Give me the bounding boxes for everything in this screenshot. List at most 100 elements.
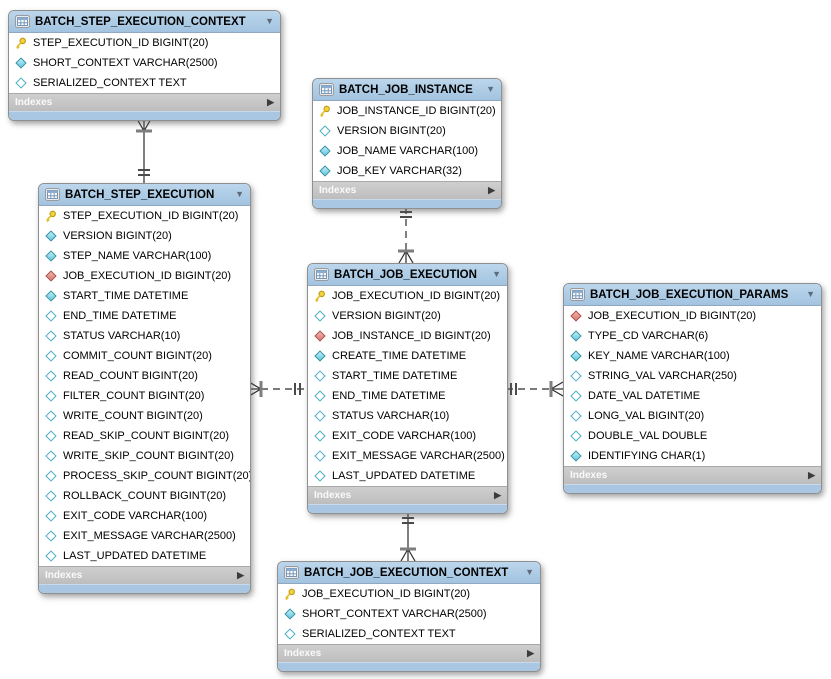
expand-arrow-icon[interactable]: ▶ [494, 490, 501, 500]
column-row[interactable]: KEY_NAME VARCHAR(100) [564, 346, 821, 366]
diamond-glyph [44, 290, 57, 302]
column-list: STEP_EXECUTION_ID BIGINT(20)SHORT_CONTEX… [9, 33, 280, 93]
column-row[interactable]: DOUBLE_VAL DOUBLE [564, 426, 821, 446]
column-row[interactable]: LONG_VAL BIGINT(20) [564, 406, 821, 426]
expand-arrow-icon[interactable]: ▶ [267, 97, 274, 107]
column-row[interactable]: END_TIME DATETIME [39, 306, 250, 326]
column-row[interactable]: START_TIME DATETIME [39, 286, 250, 306]
table-batch-job-execution-context: BATCH_JOB_EXECUTION_CONTEXT▼JOB_EXECUTIO… [277, 561, 541, 672]
column-row[interactable]: JOB_EXECUTION_ID BIGINT(20) [308, 286, 507, 306]
diamond-glyph [313, 310, 326, 322]
column-definition: START_TIME DATETIME [332, 370, 458, 382]
column-definition: VERSION BIGINT(20) [337, 125, 446, 137]
column-row[interactable]: JOB_NAME VARCHAR(100) [313, 141, 501, 161]
column-row[interactable]: WRITE_SKIP_COUNT BIGINT(20) [39, 446, 250, 466]
column-row[interactable]: JOB_INSTANCE_ID BIGINT(20) [308, 326, 507, 346]
column-row[interactable]: JOB_EXECUTION_ID BIGINT(20) [564, 306, 821, 326]
not-null-column-icon [283, 608, 296, 621]
column-row[interactable]: STEP_EXECUTION_ID BIGINT(20) [9, 33, 280, 53]
table-icon [570, 288, 585, 301]
collapse-arrow-icon[interactable]: ▼ [265, 16, 274, 26]
nullable-column-icon [44, 450, 57, 463]
indexes-bar[interactable]: Indexes ▶ [39, 566, 250, 584]
indexes-bar[interactable]: Indexes▶ [9, 93, 280, 111]
collapse-arrow-icon[interactable]: ▼ [492, 269, 501, 279]
column-row[interactable]: IDENTIFYING CHAR(1) [564, 446, 821, 466]
table-header-batch-step-execution[interactable]: BATCH_STEP_EXECUTION▼ [39, 184, 250, 206]
collapse-arrow-icon[interactable]: ▼ [806, 289, 815, 299]
column-row[interactable]: START_TIME DATETIME [308, 366, 507, 386]
expand-arrow-icon[interactable]: ▶ [237, 570, 244, 580]
expand-arrow-icon[interactable]: ▶ [488, 185, 495, 195]
column-row[interactable]: EXIT_CODE VARCHAR(100) [308, 426, 507, 446]
indexes-bar[interactable]: Indexes ▶ [313, 181, 501, 199]
table-header-batch-job-execution-params[interactable]: BATCH_JOB_EXECUTION_PARAMS▼ [564, 284, 821, 306]
table-header-batch-job-execution[interactable]: BATCH_JOB_EXECUTION▼ [308, 264, 507, 286]
not-null-column-icon [318, 165, 331, 178]
column-row[interactable]: JOB_INSTANCE_ID BIGINT(20) [313, 101, 501, 121]
column-row[interactable]: LAST_UPDATED DATETIME [308, 466, 507, 486]
column-row[interactable]: TYPE_CD VARCHAR(6) [564, 326, 821, 346]
indexes-label: Indexes [319, 185, 357, 196]
indexes-bar[interactable]: Indexes▶ [308, 486, 507, 504]
column-row[interactable]: STATUS VARCHAR(10) [39, 326, 250, 346]
column-row[interactable]: EXIT_MESSAGE VARCHAR(2500) [39, 526, 250, 546]
column-row[interactable]: STRING_VAL VARCHAR(250) [564, 366, 821, 386]
table-header-batch-job-execution-context[interactable]: BATCH_JOB_EXECUTION_CONTEXT▼ [278, 562, 540, 584]
column-row[interactable]: READ_SKIP_COUNT BIGINT(20) [39, 426, 250, 446]
column-row[interactable]: VERSION BIGINT(20) [39, 226, 250, 246]
collapse-arrow-icon[interactable]: ▼ [235, 189, 244, 199]
table-header-batch-step-execution-context[interactable]: BATCH_STEP_EXECUTION_CONTEXT▼ [9, 11, 280, 33]
column-row[interactable]: STEP_NAME VARCHAR(100) [39, 246, 250, 266]
column-row[interactable]: STEP_EXECUTION_ID BIGINT(20) [39, 206, 250, 226]
column-row[interactable]: STATUS VARCHAR(10) [308, 406, 507, 426]
nullable-column-icon [44, 530, 57, 543]
column-row[interactable]: SERIALIZED_CONTEXT TEXT [278, 624, 540, 644]
column-row[interactable]: JOB_EXECUTION_ID BIGINT(20) [39, 266, 250, 286]
column-row[interactable]: JOB_KEY VARCHAR(32) [313, 161, 501, 181]
column-row[interactable]: SHORT_CONTEXT VARCHAR(2500) [278, 604, 540, 624]
column-row[interactable]: CREATE_TIME DATETIME [308, 346, 507, 366]
indexes-bar[interactable]: Indexes▶ [278, 644, 540, 662]
column-row[interactable]: END_TIME DATETIME [308, 386, 507, 406]
column-row[interactable]: PROCESS_SKIP_COUNT BIGINT(20) [39, 466, 250, 486]
column-row[interactable]: VERSION BIGINT(20) [313, 121, 501, 141]
diamond-glyph [44, 250, 57, 262]
column-row[interactable]: WRITE_COUNT BIGINT(20) [39, 406, 250, 426]
column-row[interactable]: ROLLBACK_COUNT BIGINT(20) [39, 486, 250, 506]
column-row[interactable]: READ_COUNT BIGINT(20) [39, 366, 250, 386]
column-definition: FILTER_COUNT BIGINT(20) [63, 390, 205, 402]
column-row[interactable]: EXIT_MESSAGE VARCHAR(2500) [308, 446, 507, 466]
column-row[interactable]: SHORT_CONTEXT VARCHAR(2500) [9, 53, 280, 73]
column-list: JOB_EXECUTION_ID BIGINT(20)SHORT_CONTEXT… [278, 584, 540, 644]
diamond-glyph [44, 230, 57, 242]
column-row[interactable]: LAST_UPDATED DATETIME [39, 546, 250, 566]
crowfoot-leg-icon [407, 548, 416, 562]
diamond-glyph [44, 350, 57, 362]
collapse-arrow-icon[interactable]: ▼ [525, 567, 534, 577]
indexes-bar[interactable]: Indexes▶ [564, 466, 821, 484]
diamond-glyph [318, 145, 331, 157]
column-definition: LAST_UPDATED DATETIME [63, 550, 207, 562]
diamond-glyph [44, 530, 57, 542]
expand-arrow-icon[interactable]: ▶ [808, 470, 815, 480]
crowfoot-leg-icon [398, 250, 407, 264]
column-row[interactable]: FILTER_COUNT BIGINT(20) [39, 386, 250, 406]
diamond-glyph [313, 390, 326, 402]
table-icon [284, 566, 299, 579]
collapse-arrow-icon[interactable]: ▼ [486, 84, 495, 94]
column-row[interactable]: VERSION BIGINT(20) [308, 306, 507, 326]
column-definition: STEP_NAME VARCHAR(100) [63, 250, 212, 262]
column-row[interactable]: DATE_VAL DATETIME [564, 386, 821, 406]
column-row[interactable]: EXIT_CODE VARCHAR(100) [39, 506, 250, 526]
table-icon [45, 188, 60, 201]
table-header-batch-job-instance[interactable]: BATCH_JOB_INSTANCE▼ [313, 79, 501, 101]
expand-arrow-icon[interactable]: ▶ [527, 648, 534, 658]
column-row[interactable]: JOB_EXECUTION_ID BIGINT(20) [278, 584, 540, 604]
indexes-label: Indexes [45, 570, 83, 581]
column-row[interactable]: SERIALIZED_CONTEXT TEXT [9, 73, 280, 93]
column-row[interactable]: COMMIT_COUNT BIGINT(20) [39, 346, 250, 366]
nullable-column-icon [569, 430, 582, 443]
table-batch-job-execution-params: BATCH_JOB_EXECUTION_PARAMS▼JOB_EXECUTION… [563, 283, 822, 494]
